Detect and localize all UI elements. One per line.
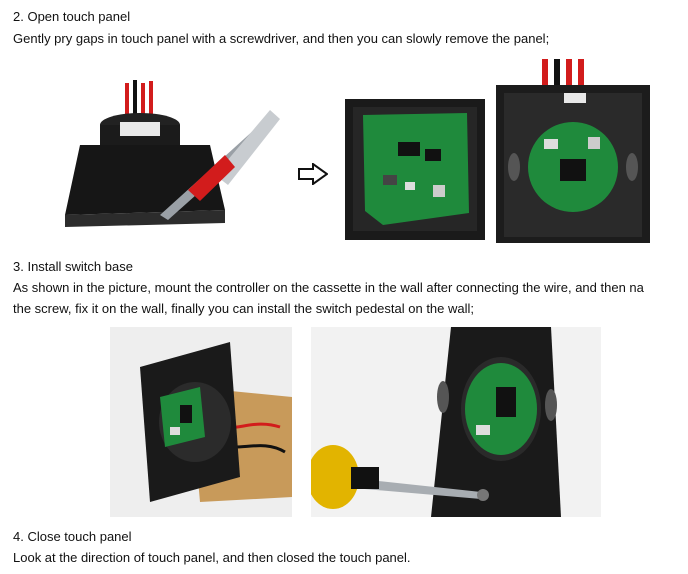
step-4-heading: 4. Close touch panel [13,529,132,544]
step-3-heading: 3. Install switch base [13,259,133,274]
photo-pry-panel [60,75,280,235]
photo-panel-pcb [343,97,487,242]
step-4-description: Look at the direction of touch panel, an… [13,550,411,565]
outline-right-arrow-icon [298,163,328,185]
photo-mount-base-wall [110,327,292,517]
step-2-description: Gently pry gaps in touch panel with a sc… [13,31,550,46]
photo-base-round-pcb [494,59,652,245]
photo-screw-base [311,327,601,517]
step-3-description-line-1: As shown in the picture, mount the contr… [13,280,644,295]
step-2-heading: 2. Open touch panel [13,9,131,24]
step-3-description-line-2: the screw, fix it on the wall, finally y… [13,301,475,316]
